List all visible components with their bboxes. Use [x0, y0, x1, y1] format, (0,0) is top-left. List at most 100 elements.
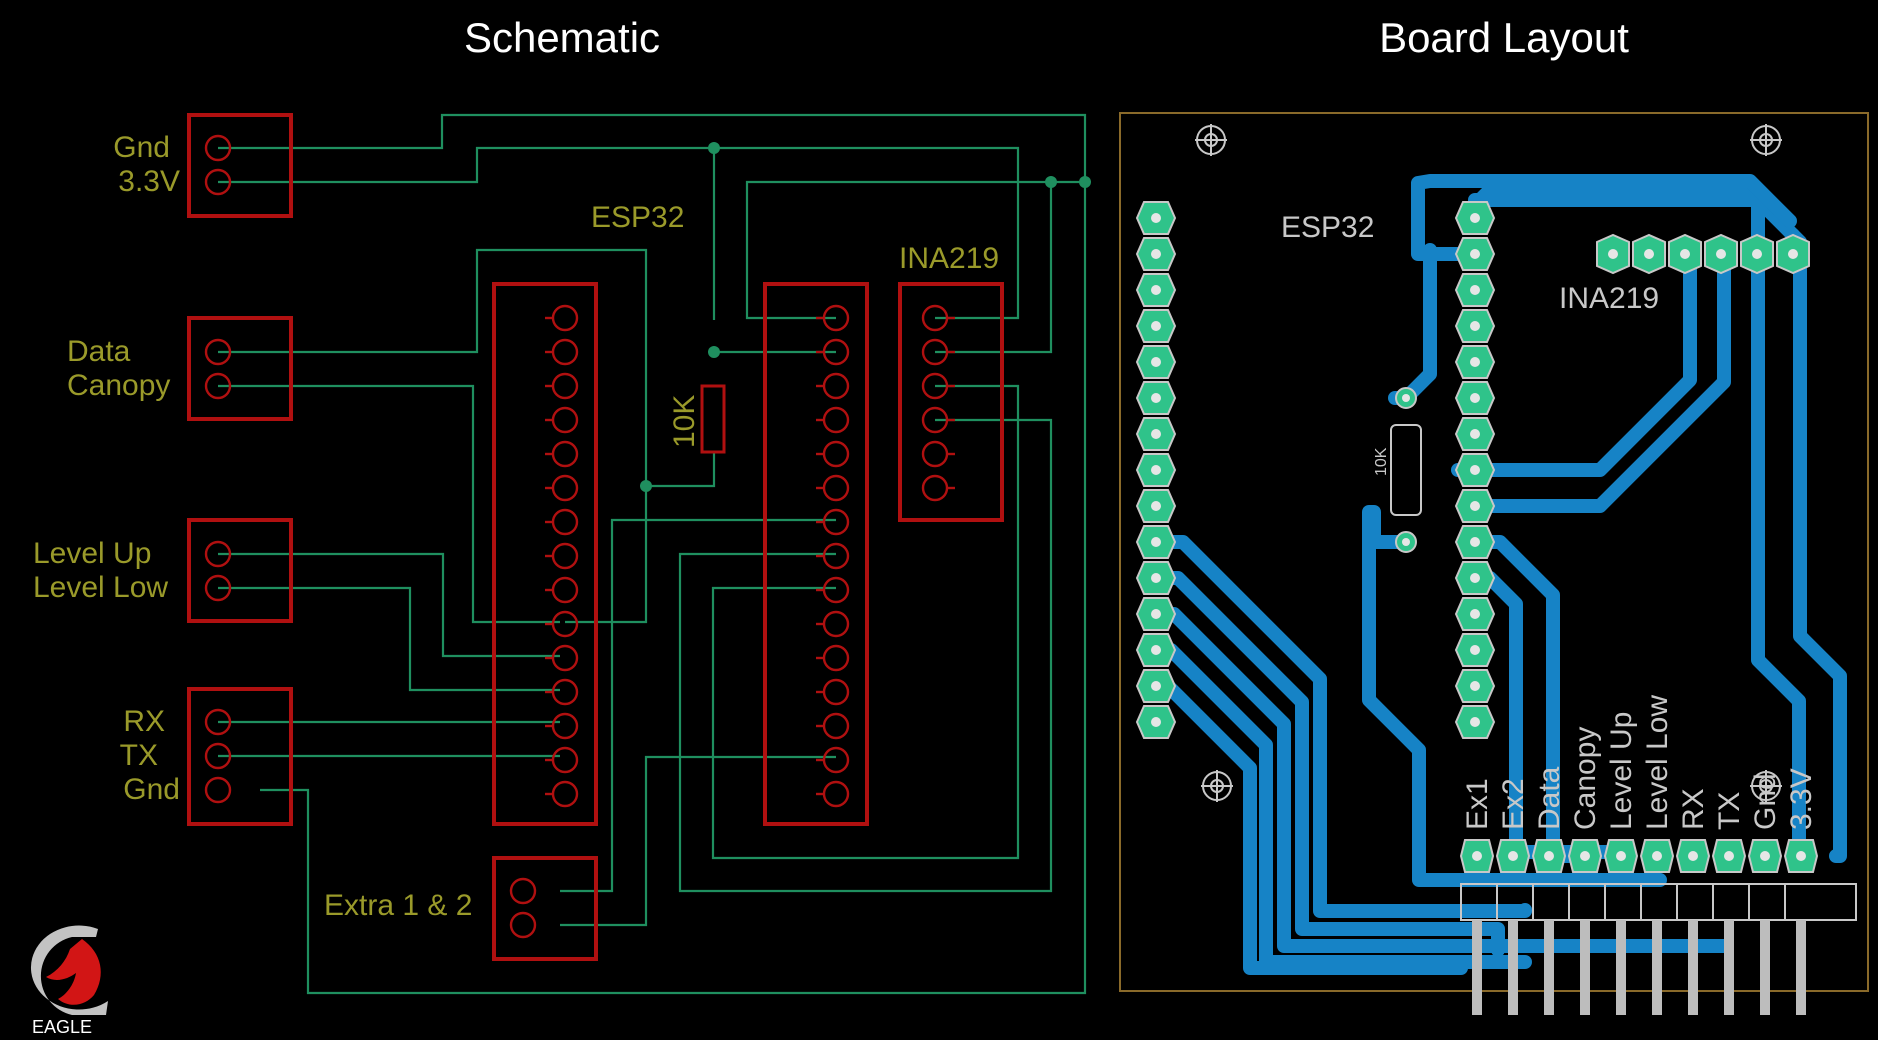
connector-level: Level Up Level Low	[33, 518, 293, 623]
header-label: Level Up	[1605, 712, 1638, 830]
pad-drill	[1151, 465, 1161, 475]
pad-drill	[1151, 285, 1161, 295]
board-esp32-right-pads	[1454, 201, 1496, 739]
eagle-logo-text: EAGLE	[32, 1017, 92, 1037]
schematic-title: Schematic	[464, 14, 660, 61]
header-pin	[1760, 920, 1770, 1015]
pad-drill	[1151, 681, 1161, 691]
pad-drill	[1796, 851, 1806, 861]
pad-drill	[1760, 851, 1770, 861]
pad-drill	[1470, 321, 1480, 331]
pad-drill	[1470, 249, 1480, 259]
pad-drill	[1470, 465, 1480, 475]
pad-drill	[1716, 249, 1726, 259]
board-ina219-pads	[1596, 233, 1810, 275]
pad-drill	[1151, 357, 1161, 367]
label-level-low: Level Low	[33, 571, 168, 604]
header-pin	[1652, 920, 1662, 1015]
pad-drill	[1608, 249, 1618, 259]
pad-drill	[1151, 249, 1161, 259]
header-label: Canopy	[1569, 727, 1602, 830]
pad-drill	[1151, 609, 1161, 619]
header-pin	[1796, 920, 1806, 1015]
pad-drill	[1788, 249, 1798, 259]
label-data: Data	[67, 335, 131, 368]
pad-drill	[1724, 851, 1734, 861]
header-pin	[1724, 920, 1734, 1015]
pad-drill	[1470, 681, 1480, 691]
header-pin	[1472, 920, 1482, 1015]
label-rx: RX	[123, 705, 165, 738]
pad-drill	[1151, 393, 1161, 403]
pad-drill	[1644, 249, 1654, 259]
pad-drill	[1508, 851, 1518, 861]
header-label: Data	[1533, 766, 1566, 830]
mounting-holes	[1195, 124, 1782, 802]
header-label: 3.3V	[1785, 768, 1818, 830]
pad-drill	[1151, 573, 1161, 583]
header-label: RX	[1677, 788, 1710, 830]
label-gnd-top: Gnd	[113, 131, 170, 164]
esp32-right-header	[763, 282, 869, 826]
pad-drill	[1470, 393, 1480, 403]
connector-serial: RX TX Gnd	[120, 687, 293, 826]
pad-drill	[1470, 717, 1480, 727]
eagle-logo-icon	[30, 925, 108, 1015]
board-esp32-label: ESP32	[1281, 211, 1374, 244]
resistor-label: 10K	[668, 395, 701, 448]
esp32-left-header	[492, 282, 598, 826]
board-esp32-left-pads	[1135, 201, 1177, 739]
pad-drill	[1151, 645, 1161, 655]
label-level-up: Level Up	[33, 537, 151, 570]
pad-drill	[1470, 645, 1480, 655]
label-canopy: Canopy	[67, 369, 170, 402]
pad-drill	[1151, 321, 1161, 331]
header-label: Ex2	[1497, 778, 1530, 830]
pad-drill	[1470, 357, 1480, 367]
pad-drill	[1470, 609, 1480, 619]
pad-drill	[1151, 537, 1161, 547]
extra-label: Extra 1 & 2	[324, 889, 472, 922]
pad-drill	[1688, 851, 1698, 861]
header-label: Gnd	[1749, 773, 1782, 830]
pad-drill	[1544, 851, 1554, 861]
pad-drill	[1151, 213, 1161, 223]
schematic-wires	[218, 113, 1091, 995]
pad-drill	[1151, 717, 1161, 727]
header-label: Level Low	[1641, 695, 1674, 830]
label-gnd-bottom: Gnd	[123, 773, 180, 806]
label-3v3: 3.3V	[118, 165, 180, 198]
board-resistor-label: 10K	[1373, 447, 1390, 476]
ina219-block	[898, 282, 1004, 522]
pad-drill	[1470, 573, 1480, 583]
pad-drill	[1472, 851, 1482, 861]
header-pin	[1544, 920, 1554, 1015]
board-outline	[1119, 112, 1869, 992]
connector-extra: Extra 1 & 2	[324, 856, 598, 961]
ina219-label: INA219	[899, 242, 999, 275]
header-pin	[1616, 920, 1626, 1015]
pad-drill	[1580, 851, 1590, 861]
board-ina219-label: INA219	[1559, 282, 1659, 315]
header-pin	[1508, 920, 1518, 1015]
header-pin	[1580, 920, 1590, 1015]
board-layout-title: Board Layout	[1379, 14, 1629, 61]
label-tx: TX	[120, 739, 158, 772]
eagle-logo: EAGLE	[30, 925, 108, 1037]
resistor-10k: 10K	[668, 384, 726, 454]
pad-drill	[1470, 537, 1480, 547]
connector-data-canopy: Data Canopy	[67, 316, 293, 421]
connector-power: Gnd 3.3V	[113, 113, 293, 218]
pad-drill	[1680, 249, 1690, 259]
pad-drill	[1470, 285, 1480, 295]
pad-drill	[1151, 429, 1161, 439]
pad-drill	[1752, 249, 1762, 259]
pad-drill	[1652, 851, 1662, 861]
schematic-panel: Gnd 3.3V Data Canopy Level Up Level Low …	[33, 113, 1091, 995]
pad-drill	[1616, 851, 1626, 861]
pad-drill	[1470, 429, 1480, 439]
header-pin	[1688, 920, 1698, 1015]
